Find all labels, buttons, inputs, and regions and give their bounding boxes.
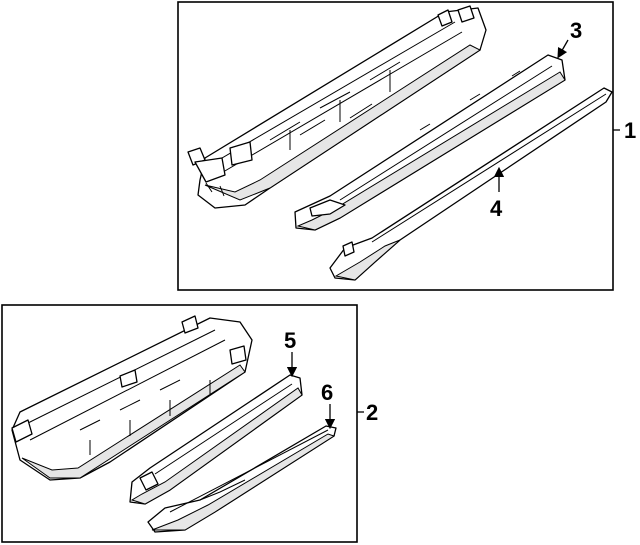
upper-housing-part — [187, 5, 487, 209]
callout-3: 3 — [570, 18, 582, 43]
part-5-sill-trim — [129, 374, 303, 505]
callout-2: 2 — [366, 400, 378, 425]
upper-group-frame — [177, 1, 614, 291]
callout-6: 6 — [321, 380, 333, 405]
callout-3-group: 3 — [557, 18, 582, 59]
part-3-sill-trim — [294, 54, 566, 231]
callout-4-group: 4 — [490, 166, 505, 221]
callout-5-group: 5 — [284, 328, 298, 378]
callout-1-group: 1 — [613, 118, 636, 143]
callout-4: 4 — [490, 196, 503, 221]
callout-5: 5 — [284, 328, 296, 353]
lower-group-frame — [1, 304, 358, 543]
callout-1: 1 — [624, 118, 636, 143]
part-4-trim-strip — [329, 87, 613, 281]
callout-2-group: 2 — [357, 400, 378, 425]
part-6-trim-strip — [147, 425, 337, 533]
callout-6-group: 6 — [321, 380, 336, 430]
lower-housing-part — [11, 315, 253, 481]
